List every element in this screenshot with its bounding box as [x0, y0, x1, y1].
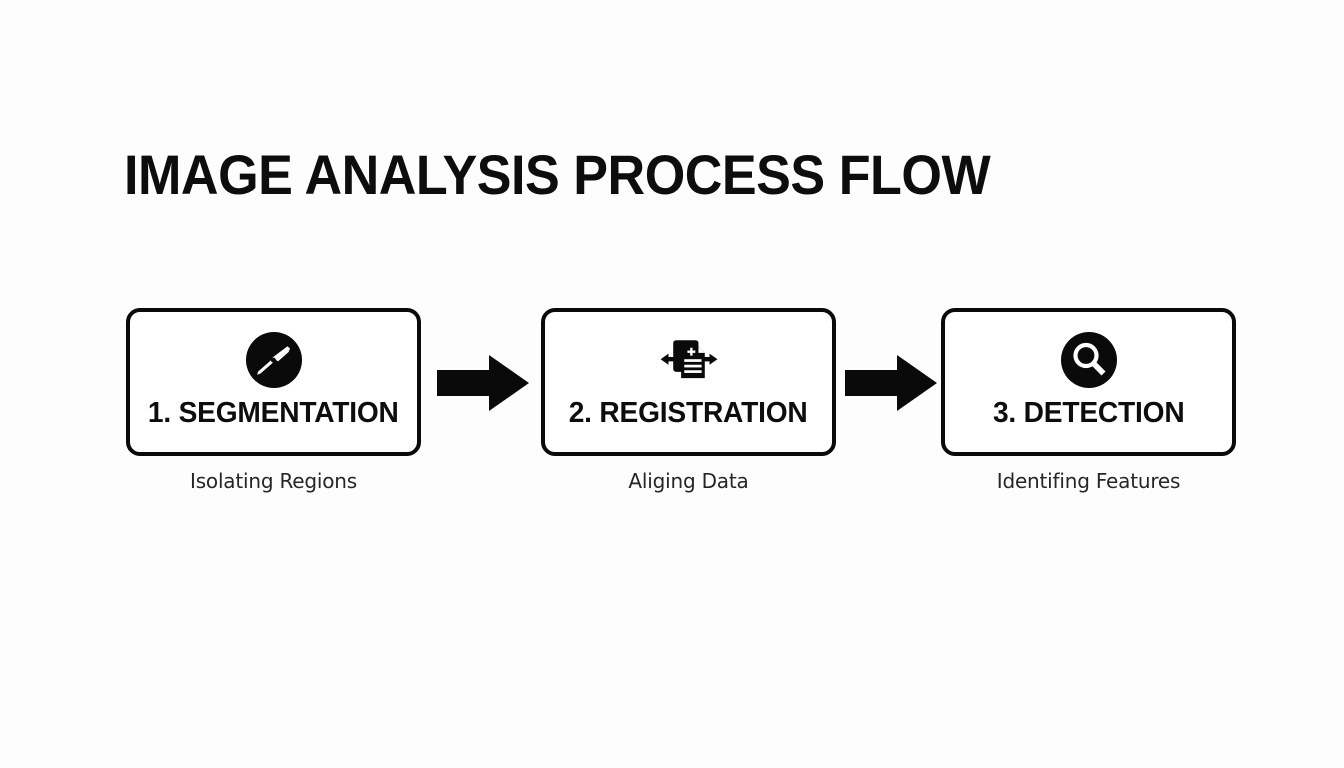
step-card[interactable]: 3. DETECTION: [941, 308, 1236, 456]
arrow-right-icon: [437, 355, 529, 411]
step-label: 3. DETECTION: [992, 397, 1185, 429]
step-caption: Identifing Features: [996, 469, 1181, 493]
step-card[interactable]: 2. REGISTRATION: [541, 308, 836, 456]
flow-step-registration[interactable]: 2. REGISTRATION Aliging Data: [541, 308, 836, 494]
flow-step-detection[interactable]: 3. DETECTION Identifing Features: [941, 308, 1236, 494]
step-caption: Aliging Data: [628, 469, 749, 493]
page-title: IMAGE ANALYSIS PROCESS FLOW: [124, 143, 991, 206]
arrow-right-icon: [845, 355, 937, 411]
flow-step-segmentation[interactable]: 1. SEGMENTATION Isolating Regions: [126, 308, 421, 494]
magnifier-icon: [1059, 330, 1119, 390]
step-card[interactable]: 1. SEGMENTATION: [126, 308, 421, 456]
process-flow-diagram: 1. SEGMENTATION Isolating Regions: [0, 308, 1344, 508]
scalpel-icon: [244, 330, 304, 390]
step-label: 1. SEGMENTATION: [148, 397, 399, 429]
document-align-icon: [659, 330, 719, 390]
step-caption: Isolating Regions: [190, 469, 357, 493]
step-label: 2. REGISTRATION: [569, 397, 808, 429]
